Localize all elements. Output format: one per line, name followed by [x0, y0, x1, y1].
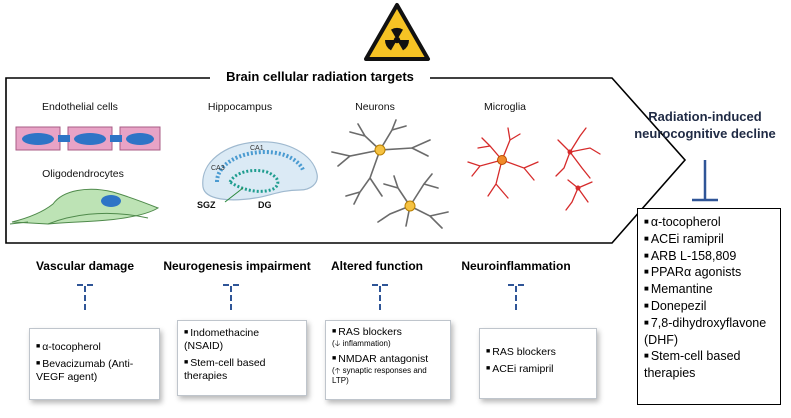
ca3-label: CA3 [211, 165, 225, 172]
treatment-item: ■RAS blockers [486, 346, 556, 358]
effect-title-neuroinflammation: Neuroinflammation [461, 259, 571, 273]
inhibit-dash-bar [508, 284, 524, 286]
endothelial-cells-illustration [15, 126, 161, 151]
treatment-item: ■NMDAR antagonist [332, 353, 429, 365]
treatment-note: (🡡 synaptic responses and LTP) [332, 366, 427, 385]
label-hippocampus: Hippocampus [207, 101, 273, 113]
inhibit-dash-bar [372, 284, 388, 286]
sgz-label: SGZ [197, 200, 216, 210]
inhibit-dash-line [515, 286, 517, 310]
altered-function-treatments-box: ■RAS blockers (🡣 inflammation) ■NMDAR an… [325, 320, 451, 400]
label-microglia: Microglia [483, 101, 526, 113]
outcome-item: ■Stem-cell based therapies [644, 349, 741, 381]
label-endothelial-cells: Endothelial cells [42, 101, 118, 113]
radiation-hazard-icon [364, 3, 430, 61]
label-oligodendrocytes: Oligodendrocytes [42, 168, 124, 180]
microglia-illustration [467, 127, 601, 211]
vascular-treatments-box: ■α-tocopherol ■Bevacizumab (Anti-VEGF ag… [29, 328, 160, 400]
outcome-item: ■7,8-dihydroxyflavone (DHF) [644, 315, 767, 347]
outcome-item: ■PPARα agonists [644, 265, 742, 280]
dg-label: DG [258, 200, 272, 210]
outcome-title: Radiation-induced neurocognitive decline [634, 109, 776, 141]
treatment-item: ■Bevacizumab (Anti-VEGF agent) [36, 358, 134, 383]
treatment-item: ■Indomethacine (NSAID) [184, 327, 260, 352]
neurons-illustration [331, 119, 449, 229]
effect-title-altered-function: Altered function [331, 259, 423, 273]
inhibit-dash-line [379, 286, 381, 310]
oligodendrocyte-illustration [9, 188, 160, 225]
outcome-item: ■α-tocopherol [644, 215, 721, 229]
neuroinflammation-treatments-box: ■RAS blockers ■ACEi ramipril [479, 328, 597, 399]
outcome-item: ■Donepezil [644, 298, 707, 313]
outcome-inhibition-bar [692, 160, 718, 202]
neurogenesis-treatments-box: ■Indomethacine (NSAID) ■Stem-cell based … [177, 320, 307, 396]
treatment-item: ■Stem-cell based therapies [184, 357, 266, 382]
inhibit-dash-line [230, 286, 232, 310]
treatment-item: ■α-tocopherol [36, 341, 101, 353]
outcome-item: ■ACEi ramipril [644, 231, 724, 246]
outcome-treatments-box: ■α-tocopherol ■ACEi ramipril ■ARB L-158,… [637, 208, 781, 405]
targets-title: Brain cellular radiation targets [210, 68, 430, 86]
inhibit-dash-line [84, 286, 86, 310]
ca1-label: CA1 [250, 145, 264, 152]
treatment-item: ■RAS blockers [332, 326, 402, 338]
treatment-item: ■ACEi ramipril [486, 363, 554, 375]
outcome-item: ■Memantine [644, 282, 713, 297]
outcome-item: ■ARB L-158,809 [644, 248, 737, 263]
treatment-note: (🡣 inflammation) [332, 339, 391, 348]
inhibit-dash-bar [77, 284, 93, 286]
hippocampus-illustration: CA1 CA3 SGZ DG [197, 141, 318, 210]
effect-title-vascular-damage: Vascular damage [35, 259, 135, 273]
effect-title-neurogenesis-impairment: Neurogenesis impairment [163, 259, 311, 273]
label-neurons: Neurons [355, 101, 395, 113]
inhibit-dash-bar [223, 284, 239, 286]
